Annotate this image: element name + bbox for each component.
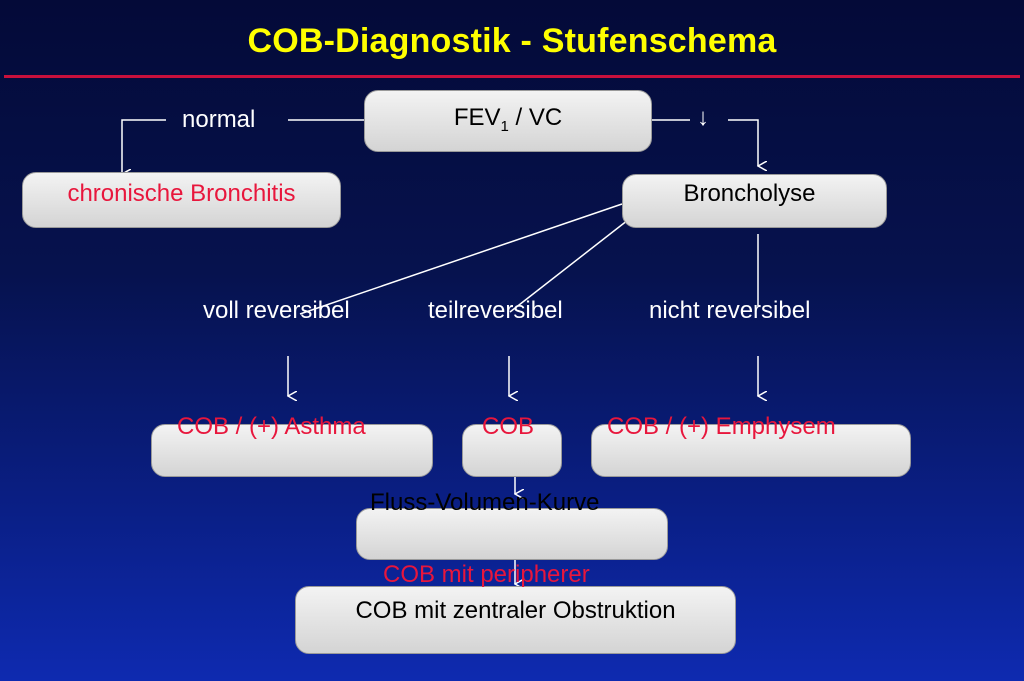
cob-box: [462, 424, 562, 477]
fully-reversible-label: voll reversibel: [203, 297, 350, 324]
title-divider: [4, 75, 1020, 78]
not-reversible-label: nicht reversibel: [649, 297, 811, 324]
arrow-to-broncholysis: [728, 119, 758, 166]
fev1-vc-box: [364, 90, 652, 152]
broncholysis-box: [622, 174, 887, 228]
broncholysis-label: Broncholyse: [683, 180, 816, 207]
flow-volume-curve-box: [356, 508, 668, 560]
connector-to-fully-reversible: [299, 203, 623, 315]
cob-asthma-label: COB / (+) Asthma: [177, 413, 366, 440]
fev1-vc-label: FEV1 / VC: [453, 104, 563, 135]
chronic-bronchitis-label: chronische Bronchitis: [67, 180, 296, 207]
partially-reversible-label: teilreversibel: [428, 297, 563, 324]
cob-central-box: [295, 586, 736, 654]
cob-emphysema-box: [591, 424, 911, 477]
cob-central-label: COB mit zentraler Obstruktion: [355, 597, 676, 624]
normal-label: normal: [182, 106, 256, 133]
slide-title: COB-Diagnostik - Stufenschema: [247, 22, 777, 60]
cob-peripheral-label: COB mit peripherer: [383, 561, 590, 588]
flow-volume-curve-label: Fluss-Volumen-Kurve: [370, 489, 600, 516]
connector-to-partially-reversible: [509, 219, 629, 313]
chronic-bronchitis-box: [22, 172, 341, 228]
cob-asthma-box: [151, 424, 433, 477]
cob-label: COB: [482, 413, 535, 440]
decreased-arrow-label: ↓: [697, 104, 709, 131]
cob-emphysema-label: COB / (+) Emphysem: [607, 413, 836, 440]
arrow-to-chronic-bronchitis: [122, 119, 166, 174]
